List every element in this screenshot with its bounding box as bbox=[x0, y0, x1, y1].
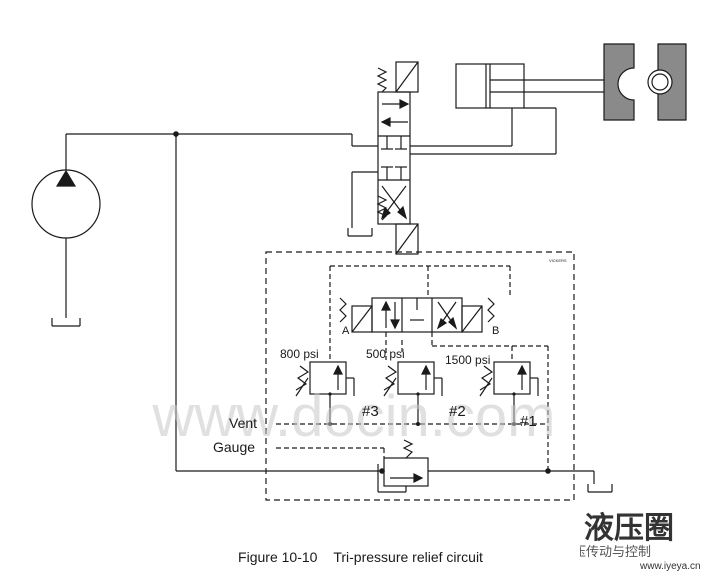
label-valve-2: #2 bbox=[449, 403, 466, 420]
figure-caption: Figure 10-10 Tri-pressure relief circuit bbox=[0, 549, 721, 565]
hydraulic-cylinder bbox=[455, 63, 604, 154]
logo-glyphs: 液压圈 bbox=[584, 512, 674, 545]
logo-url: www.iyeya.cn bbox=[639, 561, 701, 572]
figure-title: Tri-pressure relief circuit bbox=[333, 549, 483, 565]
manifold-tank-icon bbox=[587, 471, 613, 493]
label-brand: VICKERS bbox=[549, 258, 567, 263]
label-vent: Vent bbox=[229, 415, 257, 431]
label-1500-psi: 1500 psi bbox=[445, 353, 490, 367]
relief-valve-1500 bbox=[479, 361, 539, 424]
label-valve-3: #3 bbox=[362, 403, 379, 420]
workpiece-clamp bbox=[603, 43, 687, 121]
label-port-a: A bbox=[342, 325, 350, 337]
pressure-line bbox=[66, 131, 382, 472]
watermark-text: www.docin.com bbox=[152, 384, 556, 449]
pilot-junctions bbox=[328, 392, 516, 426]
label-valve-1: #1 bbox=[520, 413, 537, 430]
pump-tank-icon bbox=[51, 318, 81, 327]
pilot-selector-valve bbox=[339, 297, 495, 333]
logo-account: 液压传动与控制 bbox=[580, 544, 651, 559]
label-gauge: Gauge bbox=[213, 439, 255, 455]
valve-tank-icon bbox=[347, 228, 373, 237]
label-800-psi: 800 psi bbox=[280, 347, 319, 361]
site-logo: 液压圈 液压传动与控制 www.iyeya.cn bbox=[544, 506, 715, 572]
figure-number: Figure 10-10 bbox=[238, 549, 318, 565]
manifold-boundary bbox=[265, 251, 575, 501]
pump-symbol bbox=[31, 134, 101, 318]
main-relief-valve bbox=[377, 439, 594, 493]
label-port-b: B bbox=[492, 325, 499, 337]
pilot-lines bbox=[276, 265, 549, 470]
relief-valve-800 bbox=[295, 361, 355, 424]
directional-valve bbox=[351, 61, 556, 255]
label-500-psi: 500 psi bbox=[366, 347, 405, 361]
relief-valve-500 bbox=[383, 361, 443, 424]
